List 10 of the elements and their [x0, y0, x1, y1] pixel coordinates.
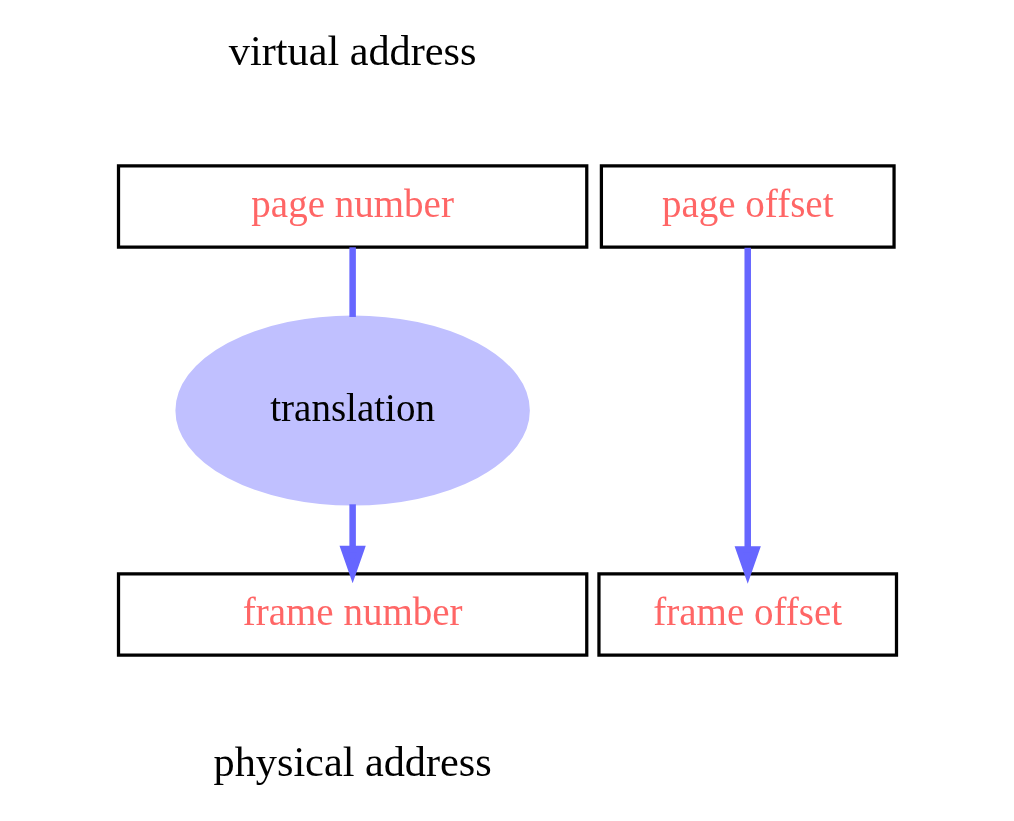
label: physical address	[213, 738, 492, 785]
connector	[348, 247, 356, 317]
arrow	[339, 504, 366, 584]
node-box: page number	[116, 164, 588, 249]
node-box: frame number	[116, 572, 588, 657]
label: virtual address	[228, 27, 476, 75]
node-ellipse: translation	[174, 315, 530, 506]
arrow	[734, 247, 761, 584]
node-box: frame offset	[596, 572, 898, 657]
node-box: page offset	[599, 164, 896, 249]
